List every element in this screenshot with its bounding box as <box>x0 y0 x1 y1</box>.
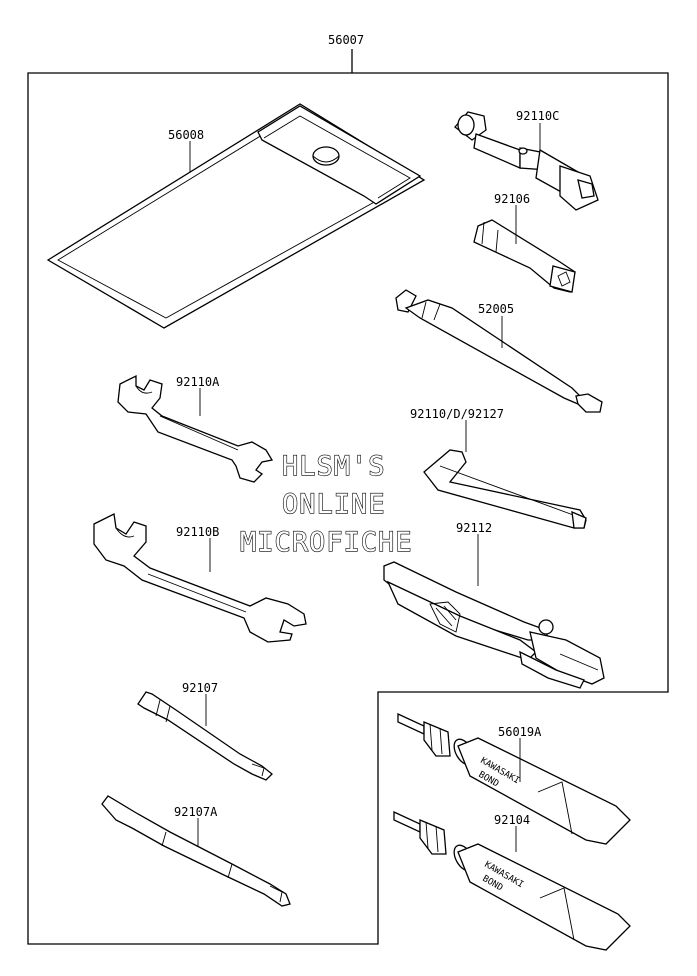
wrench-large <box>93 513 307 643</box>
label-extension-bar: 52005 <box>478 302 514 316</box>
tool-pouch <box>46 103 426 329</box>
label-bond-upper: 56019A <box>498 725 542 739</box>
kit-frame <box>27 49 669 945</box>
label-screwdriver-a: 92107A <box>174 805 218 819</box>
label-pliers: 92112 <box>456 521 492 535</box>
screwdriver-a <box>101 795 291 907</box>
label-kit: 56007 <box>328 33 364 47</box>
socket-driver <box>454 111 599 211</box>
label-screwdriver: 92107 <box>182 681 218 695</box>
pliers <box>383 561 605 689</box>
label-wrench-small: 92110A <box>176 375 220 389</box>
label-pouch: 56008 <box>168 128 204 142</box>
bond-tube-lower: KAWASAKI BOND <box>393 810 631 951</box>
plug-socket <box>473 219 576 293</box>
watermark-line-2: ONLINE <box>282 489 386 520</box>
extension-bar <box>395 289 603 413</box>
label-wrench-large: 92110B <box>176 525 219 539</box>
watermark-line-3: MICROFICHE <box>240 527 413 558</box>
label-socket-driver: 92110C <box>516 109 559 123</box>
bond-tube-upper: KAWASAKI BOND <box>397 712 631 845</box>
label-bond-lower: 92104 <box>494 813 530 827</box>
screwdriver <box>137 691 273 781</box>
label-hex-key: 92110/D/92127 <box>410 407 504 421</box>
label-plug-socket: 92106 <box>494 192 530 206</box>
wrench-small <box>117 374 274 483</box>
hex-key <box>423 449 587 529</box>
watermark: HLSM'S ONLINE MICROFICHE <box>239 450 413 558</box>
watermark-line-1: HLSM'S <box>282 451 386 482</box>
